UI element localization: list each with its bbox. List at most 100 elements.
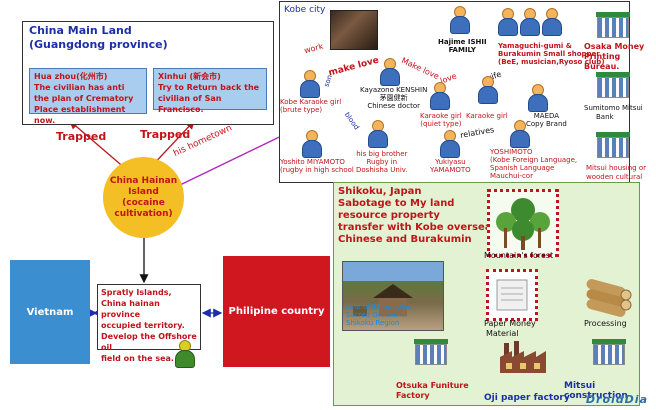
big-brother-line: Rugby in (366, 158, 398, 166)
shikoku-title-line: Shikoku, Japan (338, 186, 422, 197)
big-brother-line: Doshisha Univ. (356, 166, 408, 174)
shikoku-title-line: resource property (338, 210, 440, 221)
spratly-line: occupied territory. (101, 321, 185, 330)
karaoke-quiet-label: Karaoke girl (quiet type) (420, 112, 462, 128)
shikoku-title-line: transfer with Kobe overseas (338, 222, 498, 233)
huazhou-line: Place establishment now. (34, 105, 126, 125)
spratly-line: field on the sea. (101, 354, 174, 363)
trees-icon (496, 198, 550, 250)
temple-photo (342, 261, 444, 331)
maeda-label: MAEDA Copy Brand (526, 112, 567, 128)
paper-money-line: Paper Money (484, 319, 536, 328)
son-edge-label: son (322, 73, 335, 89)
karaoke-girl-label: Karaoke girl (466, 112, 508, 120)
paper-money-label: Paper Money Material (484, 319, 536, 339)
shikoku-title-line: Sabotage to My land (338, 198, 455, 209)
factory-svg (500, 341, 546, 373)
trapped-left-label: Trapped (56, 130, 107, 143)
person-icon (450, 6, 470, 34)
yoshito-line: (rugby in high school (280, 166, 354, 174)
spratly-line: Spratly Islands, (101, 288, 172, 297)
yamaguchi-label: Yamaguchi-gumi & Burakumin Small shopper… (498, 42, 605, 66)
maeda-line: Copy Brand (526, 120, 567, 128)
osaka-money-label: Osaka Money Printing Bureau. (584, 42, 656, 72)
building-icon (596, 12, 630, 38)
yoshito-label: Yoshito MIYAMOTO (rugby in high school (280, 158, 354, 174)
philippine-label: Philipine country (228, 306, 325, 317)
work-edge-label: work (303, 41, 325, 56)
building-icon (596, 132, 630, 158)
make-love2-edge-label: Make love (399, 55, 441, 82)
karaoke-girl-line: Karaoke girl (466, 112, 508, 120)
hainan-line: China Hainan (109, 175, 178, 186)
mitsui-housing-line: Mitsui housing or (586, 164, 646, 172)
person-icon (528, 84, 548, 112)
otsuka-label: Otsuka Funiture Factory (396, 381, 469, 401)
sumitomo-line: Sumitomo Mitsui (584, 104, 643, 112)
karaoke-quiet-line: (quiet type) (420, 120, 462, 128)
building-icon (592, 339, 626, 365)
person-icon (520, 8, 540, 36)
big-brother-label: his big brother Rugby in Doshisha Univ. (356, 150, 408, 174)
person-icon (440, 130, 460, 158)
xinhui-line: civilian of San Francisco. (158, 94, 222, 114)
shikoku-box: Shikoku, Japan Sabotage to My land resou… (333, 182, 640, 406)
spratly-islands-box: Spratly Islands, China hainan province o… (97, 284, 201, 363)
person-icon (368, 120, 388, 148)
yoshito-line: Yoshito MIYAMOTO (280, 158, 345, 166)
temple-caption: Line of 88 temples Sacred Ground in Shik… (346, 303, 411, 327)
yoshimoto-label: YOSHIMOTO (Kobe Foreign Language, Spanis… (490, 148, 577, 180)
temple-caption-line: Line of 88 temples (346, 303, 412, 311)
yoshimoto-line: Mauchui-cor (490, 172, 533, 180)
oji-label: Oji paper factory (484, 393, 570, 403)
huazhou-line: The civilian has anti (34, 83, 125, 92)
xinhui-line: Xinhui (新会市) (158, 72, 221, 81)
droiddia-logo: DroidDia (585, 393, 648, 406)
yamaguchi-line: (BeE, musician,Ryoso club) (498, 58, 605, 66)
mitsui-construction-label: Mitsui construction (564, 381, 628, 401)
hainan-line: (cocaine (122, 197, 165, 208)
yukiyasu-line: YAMAMOTO (430, 166, 471, 174)
group-photo (330, 10, 378, 50)
kobe-city-title: Kobe city (284, 5, 326, 15)
china-mainland-title: China Main Land (Guangdong province) (29, 24, 168, 52)
otsuka-line: Otsuka Funiture (396, 381, 469, 390)
factory-icon (500, 339, 546, 373)
big-brother-line: his big brother (356, 150, 408, 158)
building-icon (414, 339, 448, 365)
karaoke-quiet-line: Karaoke girl (420, 112, 462, 120)
otsuka-line: Factory (396, 391, 430, 400)
make-love-edge-label: make love (327, 55, 381, 79)
osaka-money-line: Osaka Money (584, 42, 645, 51)
person-icon (175, 340, 195, 368)
hajime-label: Hajime ISHII FAMILY (438, 38, 487, 54)
yoshimoto-line: Spanish Language (490, 164, 555, 172)
forest-icon (487, 189, 559, 257)
spratly-line: China hainan province (101, 299, 160, 319)
philippine-node: Philipine country (223, 256, 330, 367)
hainan-line: cultivation) (114, 208, 173, 219)
karaoke-brute-line: Kobe Karaoke girl (280, 98, 342, 106)
yukiyasu-line: Yukiyasu (435, 158, 466, 166)
temple-caption-line: Sacred Ground in (346, 311, 407, 319)
logs-icon (582, 271, 634, 317)
person-icon (498, 8, 518, 36)
person-icon (542, 8, 562, 36)
paper-money-icon (486, 269, 538, 321)
hajime-line: FAMILY (448, 46, 476, 54)
hainan-line: Island (128, 186, 159, 197)
kayazono-line: Chinese doctor (367, 102, 421, 110)
shikoku-title-line: Chinese and Burakumin (338, 234, 472, 245)
relatives-edge-label: relatives (459, 125, 495, 140)
yoshimoto-line: (Kobe Foreign Language, (490, 156, 578, 164)
mountain-forest-label: Mountain's forest (484, 251, 554, 260)
karaoke-brute-line: (brute type) (280, 106, 323, 114)
yoshimoto-line: YOSHIMOTO (490, 148, 533, 156)
timber-icon (586, 279, 632, 317)
china-mainland-title-line2: (Guangdong province) (29, 38, 168, 51)
osaka-money-line: Printing Bureau. (584, 52, 621, 71)
huazhou-line: Hua zhou(化州市) (34, 72, 108, 81)
xinhui-line: Try to Return back the (158, 83, 260, 92)
kayazono-line: Kayazono KENSHIN (360, 86, 428, 94)
huazhou-line: the plan of Crematory (34, 94, 134, 103)
